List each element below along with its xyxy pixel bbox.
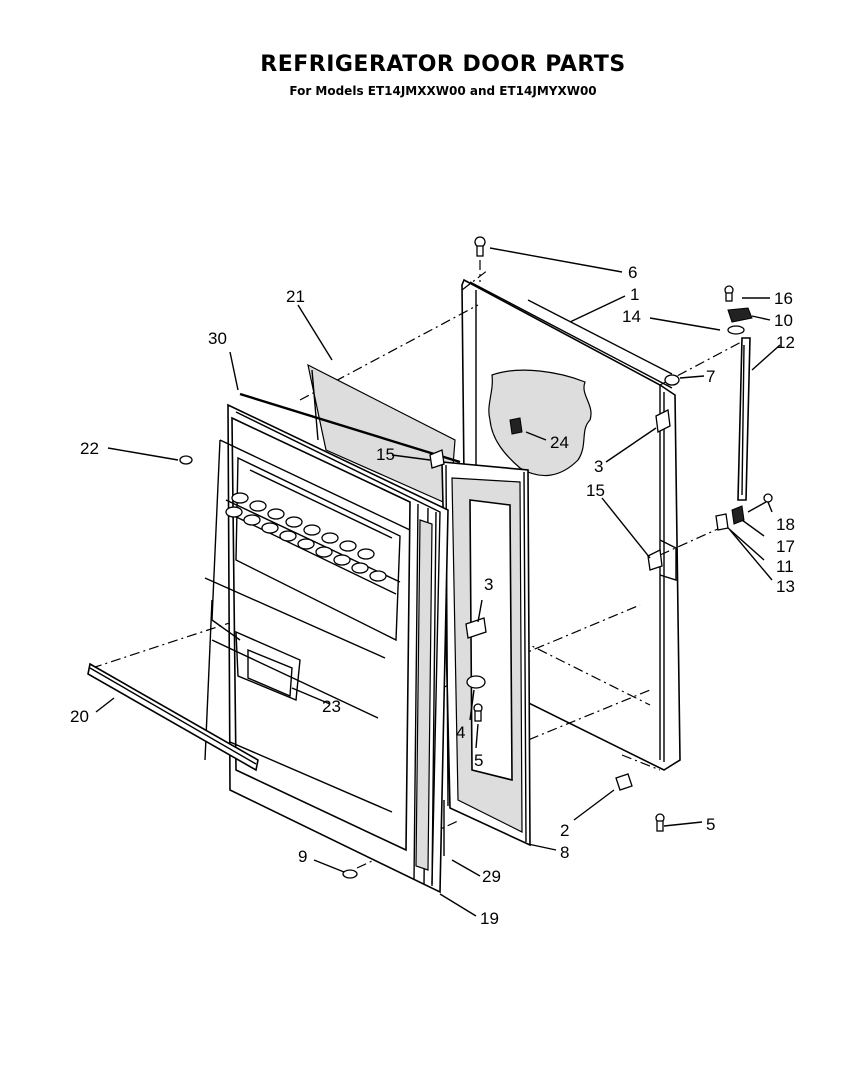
callout-12: 12 (776, 333, 795, 352)
part-15a (429, 449, 445, 469)
callout-24: 24 (550, 433, 569, 452)
callout-15-foam: 15 (376, 445, 395, 464)
callout-21: 21 (286, 287, 305, 306)
callout-17: 17 (776, 537, 795, 556)
callout-23: 23 (322, 697, 341, 716)
part-15b (647, 549, 663, 571)
screw-6 (474, 236, 486, 257)
part-2 (615, 773, 633, 791)
callout-13: 13 (776, 577, 795, 596)
callout-19: 19 (480, 909, 499, 928)
callout-1: 1 (630, 285, 639, 304)
part-4 (466, 675, 486, 689)
callout-3-upper: 3 (594, 457, 603, 476)
screw-5a (473, 703, 483, 722)
part-24 (509, 417, 523, 435)
screw-22 (179, 455, 193, 465)
bracket-10 (727, 307, 753, 323)
callout-5-lower: 5 (474, 751, 483, 770)
door-gasket (441, 461, 531, 847)
callout-7: 7 (706, 367, 715, 386)
callout-20: 20 (70, 707, 89, 726)
part-7 (664, 374, 680, 386)
screw-5b (655, 813, 665, 832)
callout-30: 30 (208, 329, 227, 348)
callout-9: 9 (298, 847, 307, 866)
callout-4: 4 (456, 723, 465, 742)
washer-14 (727, 325, 745, 335)
callout-10: 10 (774, 311, 793, 330)
hinge-3 (655, 409, 671, 433)
door-shelf-bar (87, 662, 259, 772)
callout-8: 8 (560, 843, 569, 862)
callout-5-bottom: 5 (706, 815, 715, 834)
hardware-parts (179, 236, 773, 879)
screw-16 (724, 285, 734, 302)
top-trim (239, 392, 461, 464)
callout-18: 18 (776, 515, 795, 534)
callout-6: 6 (628, 263, 637, 282)
part-17 (731, 505, 745, 525)
callout-2: 2 (560, 821, 569, 840)
door-liner (204, 416, 411, 852)
callout-15-panel: 15 (586, 481, 605, 500)
callout-29: 29 (482, 867, 501, 886)
diagram-subtitle: For Models ET14JMXXW00 and ET14JMYXW00 (289, 84, 597, 98)
callout-11: 11 (776, 557, 794, 576)
leader-lines (95, 247, 781, 917)
callout-3-lower: 3 (484, 575, 493, 594)
callout-labels: 6 1 16 10 14 12 7 21 30 24 3 15 22 15 18… (70, 263, 795, 928)
diagram-title: REFRIGERATOR DOOR PARTS (260, 52, 626, 77)
callout-16: 16 (774, 289, 793, 308)
callout-22: 22 (80, 439, 99, 458)
egg-holders (225, 492, 387, 582)
screw-9 (342, 869, 358, 879)
callout-14: 14 (622, 307, 641, 326)
part-11 (715, 513, 729, 531)
hinge-rod (737, 337, 751, 501)
